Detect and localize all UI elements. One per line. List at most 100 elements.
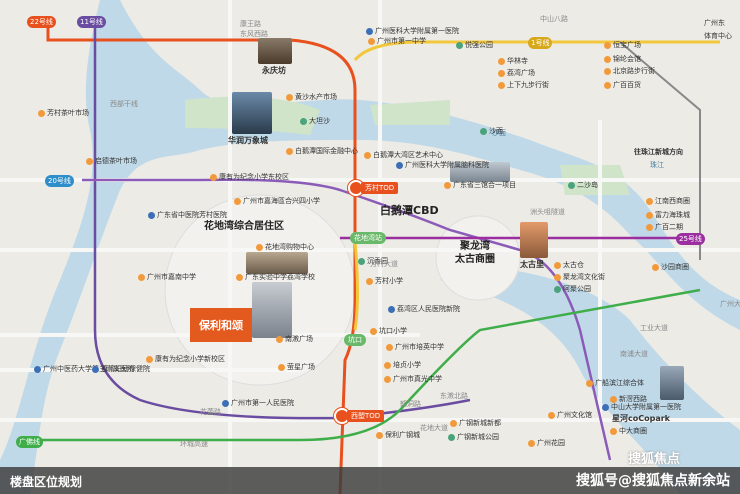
poi-marker-icon bbox=[366, 27, 373, 35]
poi-item[interactable]: 保利广钢城 bbox=[376, 430, 420, 440]
poi-label: 花地湾购物中心 bbox=[265, 243, 314, 251]
poi-marker-icon bbox=[384, 361, 391, 369]
road-label: 康王路 bbox=[240, 20, 261, 28]
poi-item[interactable]: 荔湾广场 bbox=[498, 68, 535, 78]
poi-item[interactable]: 沙园商圈 bbox=[652, 262, 689, 272]
line-tag-1: 1号线 bbox=[528, 37, 553, 49]
poi-item[interactable]: 新滘西路 bbox=[610, 394, 647, 404]
poi-item[interactable]: 锦纶会馆 bbox=[604, 54, 641, 64]
poi-item[interactable]: 华林寺 bbox=[498, 56, 528, 66]
park-shamian bbox=[370, 100, 450, 125]
tod-fangcun[interactable]: 芳村TOD bbox=[348, 180, 399, 196]
poi-item[interactable]: 广百百货 bbox=[604, 80, 641, 90]
station-huadiwan[interactable]: 花地湾站 bbox=[350, 232, 386, 244]
line-guangfo bbox=[30, 288, 701, 442]
poi-item[interactable]: 广州医科大学附属第一医院 bbox=[366, 26, 459, 36]
poi-marker-icon bbox=[554, 285, 561, 293]
line-1-south bbox=[353, 239, 359, 331]
poi-item[interactable]: 北京路步行街 bbox=[604, 66, 655, 76]
road-label: 洲头咀隧道 bbox=[530, 208, 565, 216]
poi-label: 广百二期 bbox=[655, 223, 683, 231]
poi-label: 广州市培英中学 bbox=[395, 343, 444, 351]
tod-xilang[interactable]: 西塱TOD bbox=[334, 408, 385, 424]
poi-item[interactable]: 阿聚公园 bbox=[554, 284, 591, 294]
poi-item[interactable]: 二沙岛 bbox=[568, 180, 598, 190]
poi-item[interactable]: 萤星广场 bbox=[278, 362, 315, 372]
poi-label: 广钢新城公园 bbox=[457, 433, 499, 441]
poi-label: 中山大学附属第一医院 bbox=[611, 403, 681, 411]
poi-item[interactable]: 广州文化馆 bbox=[548, 410, 592, 420]
poi-item[interactable]: 白鹅潭国际金融中心 bbox=[286, 146, 358, 156]
poi-label: 广船滨江综合体 bbox=[595, 379, 644, 387]
poi-marker-icon bbox=[498, 57, 505, 65]
poi-marker-icon bbox=[448, 433, 455, 441]
poi-item[interactable]: 康有为纪念小学新校区 bbox=[146, 354, 225, 364]
poi-item[interactable]: 广州花园 bbox=[528, 438, 565, 448]
poi-item[interactable]: 广东省中医院芳村医院 bbox=[148, 210, 227, 220]
poi-marker-icon bbox=[92, 365, 99, 373]
poi-marker-icon bbox=[568, 181, 575, 189]
footer-title: 楼盘区位规划 bbox=[10, 475, 83, 489]
poi-marker-icon bbox=[652, 263, 659, 271]
hotspot-taikoo: 太古里 bbox=[520, 260, 544, 269]
poi-marker-icon bbox=[456, 41, 463, 49]
huarun-image bbox=[232, 92, 272, 134]
poi-item[interactable]: 广东实验中学荔湾学校 bbox=[236, 272, 315, 282]
poi-item[interactable]: 沙面 bbox=[480, 126, 503, 136]
poi-item[interactable]: 富力海珠城 bbox=[646, 210, 690, 220]
poi-item[interactable]: 芳村茶叶市场 bbox=[38, 108, 89, 118]
poi-marker-icon bbox=[646, 211, 653, 219]
poi-item[interactable]: 悦强公园 bbox=[456, 40, 493, 50]
poi-item[interactable]: 坑口小学 bbox=[370, 326, 407, 336]
poi-item[interactable]: 广船滨江综合体 bbox=[586, 378, 644, 388]
poi-label: 广州市嘉南中学 bbox=[147, 273, 196, 281]
poi-item[interactable]: 广州市培英中学 bbox=[386, 342, 444, 352]
poi-item[interactable]: 聚龙湾文化街 bbox=[554, 272, 605, 282]
poi-item[interactable]: 广州市第一中学 bbox=[368, 36, 426, 46]
poi-item[interactable]: 康有为纪念小学东校区 bbox=[210, 172, 289, 182]
poi-item[interactable]: 中山大学附属第一医院 bbox=[602, 402, 681, 412]
line-tag-11: 11号线 bbox=[77, 16, 106, 28]
poi-item[interactable]: 花地湾购物中心 bbox=[256, 242, 314, 252]
poi-item[interactable]: 启德茶叶市场 bbox=[86, 156, 137, 166]
tod-label: 西塱TOD bbox=[347, 410, 385, 422]
poi-item[interactable]: 上下九步行街 bbox=[498, 80, 549, 90]
poi-marker-icon bbox=[610, 395, 617, 403]
poi-item[interactable]: 广东省三馆合一项目 bbox=[444, 180, 516, 190]
poi-item[interactable]: 白鹅潭大湾区艺术中心 bbox=[364, 150, 443, 160]
poi-item[interactable]: 太古仓 bbox=[554, 260, 584, 270]
poi-item[interactable]: 广钢新城新都 bbox=[450, 418, 501, 428]
poi-item[interactable]: 荔湾妇幼保健院 bbox=[92, 364, 150, 374]
poi-item[interactable]: 江南西商圈 bbox=[646, 196, 690, 206]
poi-label: 广百百货 bbox=[613, 81, 641, 89]
poi-marker-icon bbox=[278, 363, 285, 371]
station-kengkou[interactable]: 坑口 bbox=[344, 334, 366, 346]
poi-item[interactable]: 广州市真光中学 bbox=[384, 374, 442, 384]
poi-marker-icon bbox=[604, 55, 611, 63]
poi-marker-icon bbox=[450, 419, 457, 427]
poi-item[interactable]: 荔湾区人民医院新院 bbox=[388, 304, 460, 314]
poi-marker-icon bbox=[646, 197, 653, 205]
poi-item[interactable]: 黄沙水产市场 bbox=[286, 92, 337, 102]
poi-item[interactable]: 中大商圈 bbox=[610, 426, 647, 436]
poi-item[interactable]: 广州市第一人民医院 bbox=[222, 398, 294, 408]
poi-label: 广东省三馆合一项目 bbox=[453, 181, 516, 189]
poi-item[interactable]: 广百二期 bbox=[646, 222, 683, 232]
poi-item[interactable]: 恒宝广场 bbox=[604, 40, 641, 50]
poi-item[interactable]: 广州市嘉海區合兴四小学 bbox=[234, 196, 320, 206]
poi-item[interactable]: 芳村小学 bbox=[366, 276, 403, 286]
poi-item[interactable]: 沉香园 bbox=[358, 256, 388, 266]
road-label: 西部干线 bbox=[110, 100, 138, 108]
poi-item[interactable]: 南漖广场 bbox=[276, 334, 313, 344]
poi-item[interactable]: 培贞小学 bbox=[384, 360, 421, 370]
poi-item[interactable]: 广州市嘉南中学 bbox=[138, 272, 196, 282]
line-tag-20: 20号线 bbox=[45, 175, 74, 187]
poi-label: 白鹅潭国际金融中心 bbox=[295, 147, 358, 155]
poi-item[interactable]: 广州中医药大学第三附属医院 bbox=[34, 364, 134, 374]
poi-marker-icon bbox=[384, 375, 391, 383]
poi-item[interactable]: 大坦沙 bbox=[300, 116, 330, 126]
poi-label: 康有为纪念小学新校区 bbox=[155, 355, 225, 363]
school-image bbox=[246, 252, 308, 274]
poi-item[interactable]: 广钢新城公园 bbox=[448, 432, 499, 442]
poi-item[interactable]: 广州医科大学附属脑科医院 bbox=[396, 160, 489, 170]
